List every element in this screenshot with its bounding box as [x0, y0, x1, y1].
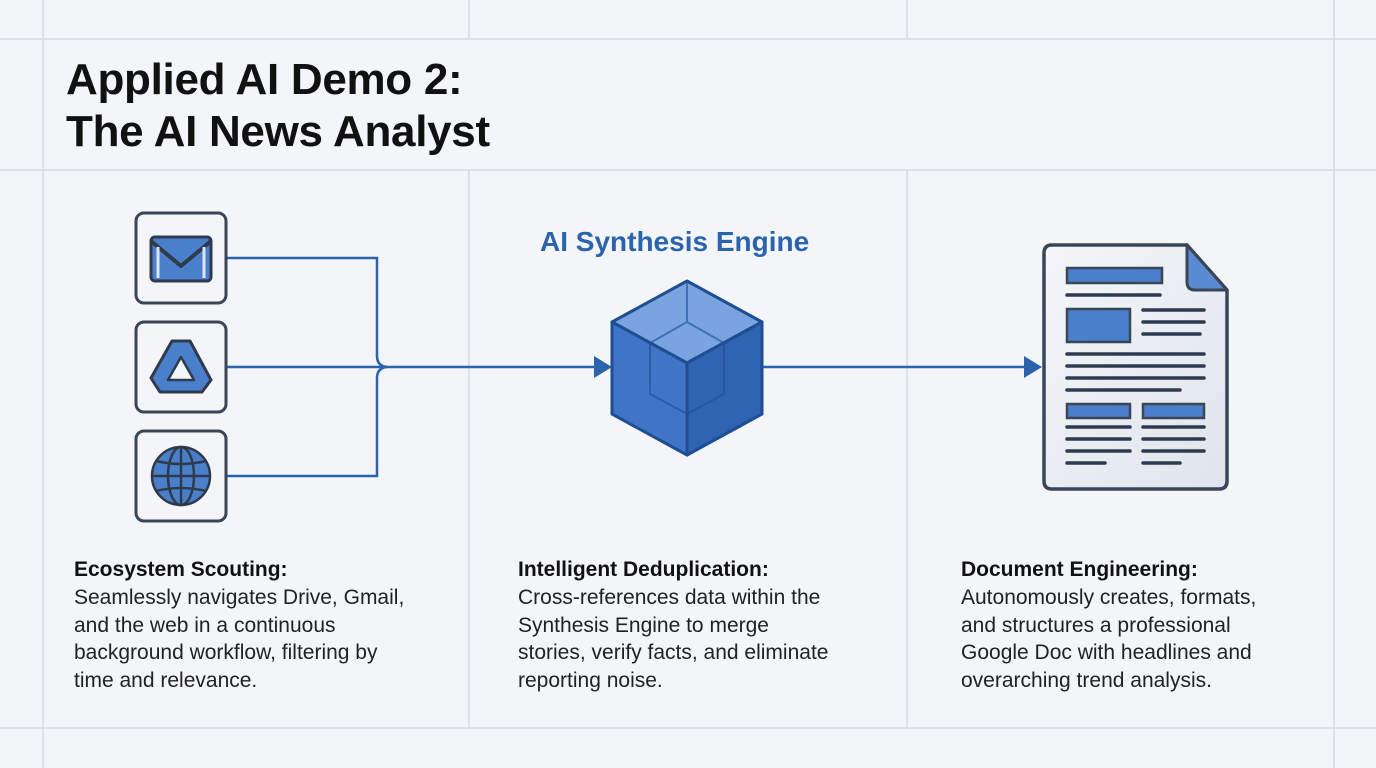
gmail-icon: [149, 235, 213, 283]
arrow-into-engine: [594, 356, 612, 378]
source-connectors: [226, 256, 596, 478]
column-ecosystem-scouting: Ecosystem Scouting: Seamlessly navigates…: [74, 556, 474, 694]
synthesis-engine-cube: [610, 279, 764, 457]
arrow-into-document: [1024, 356, 1042, 378]
page-title: Applied AI Demo 2: The AI News Analyst: [66, 54, 490, 158]
column-text-line: Google Doc with headlines and: [961, 641, 1252, 664]
gmail-tile: [134, 211, 228, 305]
column-document-engineering: Document Engineering: Autonomously creat…: [961, 556, 1361, 694]
column-text-line: Cross-references data within the: [518, 586, 821, 609]
column-text-line: reporting noise.: [518, 668, 663, 692]
column-text-line: background workflow, filtering by: [74, 641, 378, 664]
document-icon: [1042, 243, 1229, 491]
column-text-line: Synthesis Engine to merge: [518, 613, 769, 637]
column-text-line: and structures a professional: [961, 613, 1231, 637]
column-text-line: stories, verify facts, and eliminate: [518, 641, 829, 664]
web-tile: [134, 429, 228, 523]
column-text-line: overarching trend analysis.: [961, 668, 1212, 692]
column-heading: Ecosystem Scouting:: [74, 558, 288, 581]
column-text-line: Autonomously creates, formats,: [961, 586, 1257, 609]
drive-tile: [134, 320, 228, 414]
column-heading: Intelligent Deduplication:: [518, 558, 769, 581]
column-text-line: time and relevance.: [74, 668, 258, 692]
column-text-line: Seamlessly navigates Drive, Gmail,: [74, 586, 405, 609]
column-heading: Document Engineering:: [961, 558, 1198, 581]
drive-icon: [149, 339, 213, 394]
engine-label: AI Synthesis Engine: [540, 226, 810, 257]
title-line-1: Applied AI Demo 2:: [66, 55, 463, 104]
globe-icon: [150, 445, 212, 507]
column-text-line: and the web in a continuous: [74, 613, 336, 637]
title-line-2: The AI News Analyst: [66, 107, 490, 156]
column-intelligent-deduplication: Intelligent Deduplication: Cross-referen…: [518, 556, 918, 694]
